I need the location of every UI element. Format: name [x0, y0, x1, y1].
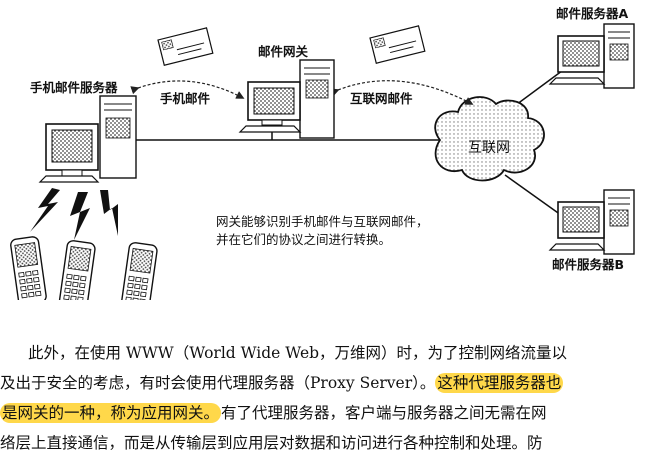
mobile-phone-icon — [10, 236, 47, 300]
envelope-icon — [369, 25, 426, 64]
gateway-note-line-1: 网关能够识别手机邮件与互联网邮件， — [216, 214, 429, 229]
internet-mail-label: 互联网邮件 — [350, 91, 413, 106]
wireless-signal-icon — [30, 188, 118, 240]
mobile-mail-server-icon — [38, 95, 137, 183]
paragraph-line-1: 此外，在使用 WWW（World Wide Web，万维网）时，为了控制网络流量… — [28, 344, 568, 362]
paragraph-text: 有了代理服务器，客户端与服务器之间无需在网 — [221, 404, 547, 422]
paragraph-text: 及出于安全的考虑，有时会使用代理服务器（Proxy Server）。 — [0, 374, 436, 392]
highlighted-text: 是网关的一种，称为应用网关。 — [0, 403, 222, 423]
envelope-icon — [157, 27, 214, 66]
paragraph-line-2: 及出于安全的考虑，有时会使用代理服务器（Proxy Server）。这种代理服务… — [0, 370, 564, 397]
mobile-mail-arrow — [130, 80, 245, 99]
mail-server-b-label: 邮件服务器B — [552, 257, 624, 272]
mail-gateway-label: 邮件网关 — [258, 44, 309, 59]
internet-cloud: 互联网 — [434, 96, 545, 182]
mobile-phone-icon — [120, 242, 158, 300]
mail-server-a-icon — [548, 23, 635, 89]
internet-label: 互联网 — [468, 140, 510, 156]
paragraph-line-3: 是网关的一种，称为应用网关。有了代理服务器，客户端与服务器之间无需在网 — [0, 400, 547, 427]
mobile-mail-label: 手机邮件 — [160, 91, 211, 106]
network-diagram: 互联网 手机邮件服务器 手机邮件 — [10, 6, 635, 300]
mail-server-a-label: 邮件服务器A — [556, 6, 629, 21]
highlighted-text: 这种代理服务器也 — [435, 373, 564, 393]
mobile-mail-server-label: 手机邮件服务器 — [30, 80, 118, 95]
gateway-note-line-2: 并在它们的协议之间进行转换。 — [216, 232, 391, 247]
mobile-phone-icon — [58, 240, 96, 300]
mail-server-b-icon — [548, 189, 635, 255]
internet-mail-arrow — [330, 80, 474, 105]
mail-gateway-server-icon — [238, 59, 335, 139]
paragraph-line-4: 络层上直接通信，而是从传输层到应用层对数据和访问进行各种控制和处理。防 — [0, 434, 543, 452]
